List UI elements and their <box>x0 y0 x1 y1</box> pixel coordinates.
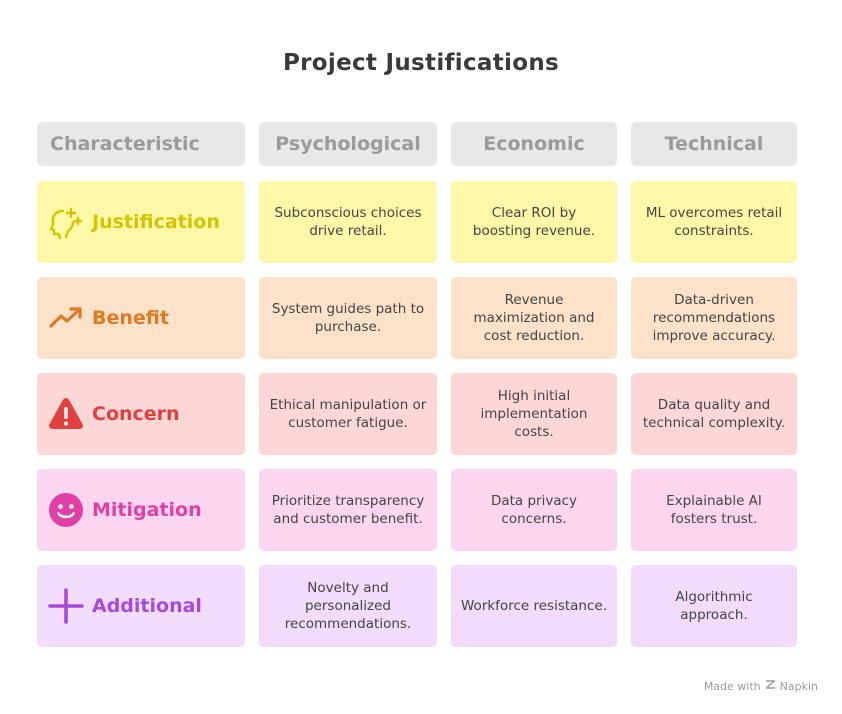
row-label-additional: Additional <box>37 565 245 647</box>
row-label-concern: Concern <box>37 373 245 455</box>
plus-icon <box>47 587 85 625</box>
cell-concern-technical: Data quality and technical complexity. <box>631 373 797 455</box>
header-characteristic: Characteristic <box>37 122 245 166</box>
row-label-text: Concern <box>92 403 180 425</box>
made-with-label: Made with <box>703 679 761 693</box>
cell-concern-psychological: Ethical manipulation or customer fatigue… <box>259 373 437 455</box>
trending-up-icon <box>47 299 85 337</box>
row-label-text: Benefit <box>92 307 169 329</box>
head-sparkle-icon <box>47 203 85 241</box>
cell-justification-economic: Clear ROI by boosting revenue. <box>451 181 617 263</box>
warning-icon <box>47 395 85 433</box>
cell-mitigation-technical: Explainable AI fosters trust. <box>631 469 797 551</box>
cell-additional-economic: Workforce resistance. <box>451 565 617 647</box>
row-label-text: Justification <box>92 211 220 233</box>
cell-mitigation-economic: Data privacy concerns. <box>451 469 617 551</box>
cell-justification-technical: ML overcomes retail constraints. <box>631 181 797 263</box>
cell-concern-economic: High initial implementation costs. <box>451 373 617 455</box>
made-with-napkin: Made with Napkin <box>704 679 818 693</box>
row-label-mitigation: Mitigation <box>37 469 245 551</box>
row-label-justification: Justification <box>37 181 245 263</box>
cell-additional-psychological: Novelty and personalized recommendations… <box>259 565 437 647</box>
header-technical: Technical <box>631 122 797 166</box>
row-label-text: Mitigation <box>92 499 202 521</box>
header-economic: Economic <box>451 122 617 166</box>
cell-justification-psychological: Subconscious choices drive retail. <box>259 181 437 263</box>
napkin-brand: Napkin <box>779 679 818 693</box>
row-label-text: Additional <box>92 595 202 617</box>
cell-mitigation-psychological: Prioritize transparency and customer ben… <box>259 469 437 551</box>
cell-additional-technical: Algorithmic approach. <box>631 565 797 647</box>
cell-benefit-technical: Data-driven recommendations improve accu… <box>631 277 797 359</box>
napkin-logo-icon <box>765 679 776 693</box>
header-psychological: Psychological <box>259 122 437 166</box>
page-title: Project Justifications <box>282 50 559 76</box>
cell-benefit-economic: Revenue maximization and cost reduction. <box>451 277 617 359</box>
smiley-icon <box>47 491 85 529</box>
row-label-benefit: Benefit <box>37 277 245 359</box>
cell-benefit-psychological: System guides path to purchase. <box>259 277 437 359</box>
